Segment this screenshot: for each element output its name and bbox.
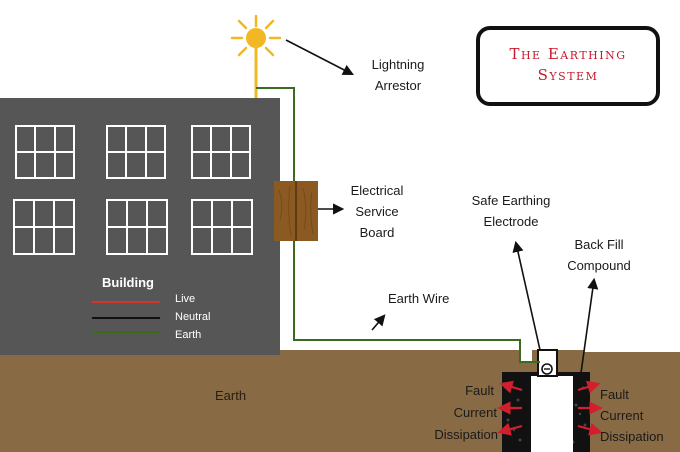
label-line: Service: [355, 204, 399, 219]
legend-live: Live: [175, 293, 196, 305]
earthing-electrode: [531, 349, 573, 452]
label-line: Fault: [465, 383, 494, 398]
label-line: Back Fill: [574, 237, 624, 252]
label-electrical-service-board: Electrical Service Board: [338, 180, 416, 243]
legend-neutral: Neutral: [175, 311, 211, 323]
label-back-fill-compound: Back Fill Compound: [556, 234, 642, 276]
earth-wire: [256, 87, 540, 363]
label-fault-current-left: Fault Current Dissipation: [418, 380, 518, 446]
diagram-title: The Earthing System: [509, 45, 627, 84]
label-line: Fault: [600, 387, 629, 402]
label-earth: Earth: [215, 388, 247, 403]
label-line: Current: [453, 405, 497, 420]
label-line: Board: [359, 225, 395, 240]
lightning-arrestor-icon: [230, 14, 282, 62]
label-line: Compound: [567, 258, 631, 273]
title-box: [476, 26, 660, 106]
label-safe-earthing-electrode: Safe Earthing Electrode: [456, 190, 566, 232]
label-line: Current: [600, 408, 644, 423]
label-line: Dissipation: [434, 427, 498, 442]
label-earth-wire: Earth Wire: [388, 291, 450, 306]
fault-current-arrows: [497, 380, 603, 436]
label-line: Safe Earthing: [471, 193, 551, 208]
label-fault-current-right: Fault Current Dissipation: [600, 384, 664, 447]
electrical-service-board: [274, 181, 318, 241]
pointer-arrows: [285, 39, 599, 381]
label-building: Building: [102, 275, 154, 290]
ground: [0, 350, 680, 452]
label-line: Electrical: [350, 183, 404, 198]
building-windows: [13, 125, 253, 255]
legend-earth: Earth: [175, 329, 202, 341]
label-line: Dissipation: [600, 429, 664, 444]
label-lightning-arrestor: Lightning Arrestor: [352, 54, 444, 96]
building-legend-lines: [92, 301, 160, 333]
label-line: Arrestor: [374, 78, 422, 93]
label-line: Electrode: [483, 214, 539, 229]
label-line: Lightning: [371, 57, 425, 72]
